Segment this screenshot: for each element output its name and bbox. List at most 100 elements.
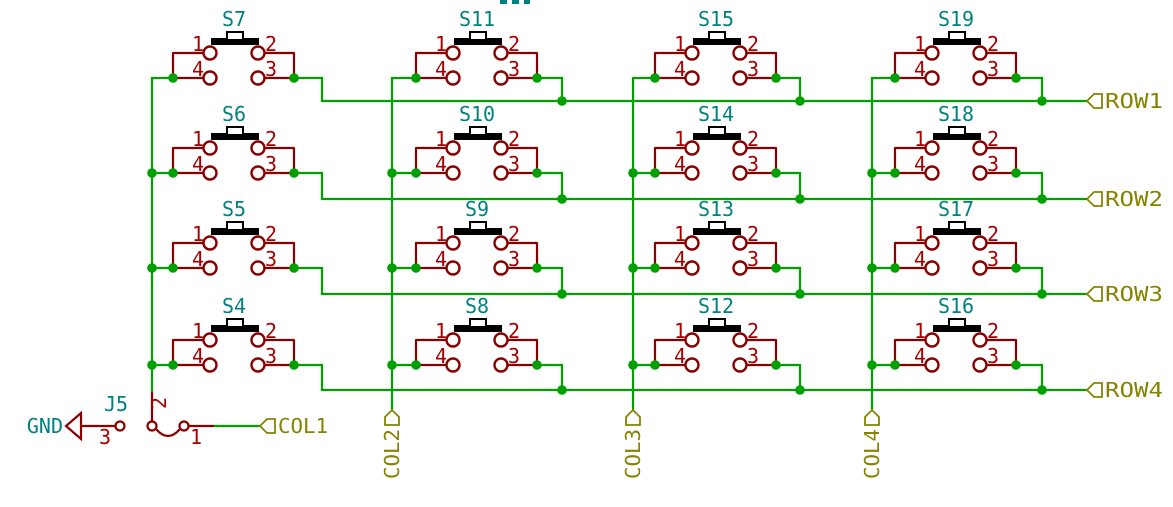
pin-circle	[445, 260, 461, 276]
pushbutton-bar	[933, 325, 981, 332]
pin-number: 1	[435, 319, 447, 343]
pushbutton-bar	[454, 38, 502, 45]
pin-number: 3	[987, 344, 999, 368]
junction-dot	[532, 73, 542, 83]
wire-stub-right[interactable]	[1014, 171, 1044, 201]
hier-label-COL1[interactable]: COL1	[258, 414, 328, 438]
junction-dot	[795, 96, 805, 106]
hier-label-COL2[interactable]: COL2	[380, 408, 404, 479]
wire-stub-right[interactable]	[535, 363, 564, 392]
pin-circle	[732, 235, 748, 251]
pin-number: 4	[435, 247, 447, 271]
pin-circle	[684, 165, 700, 181]
pin-circle	[732, 70, 748, 86]
pushbutton-bar	[211, 133, 259, 140]
hier-label-arrow-icon	[625, 408, 641, 426]
junction-dot	[1037, 194, 1047, 204]
pin-number: 4	[674, 344, 686, 368]
reference-designator: S17	[938, 197, 974, 221]
reference-designator: S9	[465, 197, 489, 221]
pushbutton-plunger	[226, 318, 244, 328]
pin-number: 3	[987, 57, 999, 81]
junction-dot	[795, 194, 805, 204]
pin-circle	[732, 260, 748, 276]
wire-stub-right[interactable]	[1014, 76, 1044, 103]
pin-circle	[146, 420, 158, 432]
pushbutton-plunger	[948, 221, 966, 231]
junction-dot	[771, 263, 781, 273]
reference-designator: S6	[222, 102, 246, 126]
wire-stub-right[interactable]	[535, 266, 564, 296]
pin-number: 1	[435, 127, 447, 151]
reference-designator: S18	[938, 102, 974, 126]
pin-circle	[202, 235, 218, 251]
hier-label-text: ROW1	[1105, 89, 1163, 113]
reference-designator: S8	[465, 294, 489, 318]
wire-stub-right[interactable]	[1014, 363, 1044, 392]
pin-circle	[250, 45, 266, 61]
hier-label-ROW4[interactable]: ROW4	[1085, 378, 1163, 402]
junction-dot	[147, 263, 157, 273]
junction-dot	[795, 385, 805, 395]
pushbutton-plunger	[948, 126, 966, 136]
pin-circle	[684, 70, 700, 86]
wire-stub-right[interactable]	[292, 363, 324, 392]
pushbutton-plunger	[469, 31, 487, 41]
pin-circle	[445, 70, 461, 86]
wire-stub-right[interactable]	[774, 363, 802, 392]
wire-stub-right[interactable]	[535, 171, 564, 201]
hier-label-text: COL4	[860, 429, 884, 479]
pin-number: 3	[747, 247, 759, 271]
pushbutton-plunger	[469, 318, 487, 328]
pin-number: 3	[265, 247, 277, 271]
pin-number: 2	[508, 222, 520, 246]
junction-dot	[532, 168, 542, 178]
hier-label-ROW3[interactable]: ROW3	[1085, 282, 1163, 306]
hier-label-ROW1[interactable]: ROW1	[1085, 89, 1163, 113]
hier-label-ROW2[interactable]: ROW2	[1085, 187, 1163, 211]
pin-number: 2	[147, 397, 171, 409]
pin-number: 3	[747, 344, 759, 368]
wire-stub-right[interactable]	[292, 76, 324, 103]
pin-number: 3	[99, 425, 111, 449]
pin-circle	[493, 332, 509, 348]
hier-label-COL3[interactable]: COL3	[621, 408, 645, 479]
wire-stub-right[interactable]	[774, 266, 802, 296]
junction-dot	[532, 263, 542, 273]
wire-stub-right[interactable]	[1014, 266, 1044, 296]
pin-number: 1	[192, 127, 204, 151]
pushbutton-bar	[454, 325, 502, 332]
pin-number: 3	[987, 152, 999, 176]
junction-dot	[411, 360, 421, 370]
junction-dot	[650, 168, 660, 178]
pin-number: 3	[508, 152, 520, 176]
pin-circle	[972, 357, 988, 373]
pin-number: 4	[674, 152, 686, 176]
wire-stub-right[interactable]	[292, 171, 324, 201]
wire-stub-right[interactable]	[774, 76, 802, 103]
wire-stub-right[interactable]	[535, 76, 564, 103]
wire-stub-right[interactable]	[774, 171, 802, 201]
pin-circle	[445, 140, 461, 156]
hier-label-COL4[interactable]: COL4	[860, 408, 884, 479]
hier-label-arrow-icon	[1085, 191, 1103, 207]
wire-stub-right[interactable]	[292, 266, 324, 296]
pin-number: 4	[435, 152, 447, 176]
